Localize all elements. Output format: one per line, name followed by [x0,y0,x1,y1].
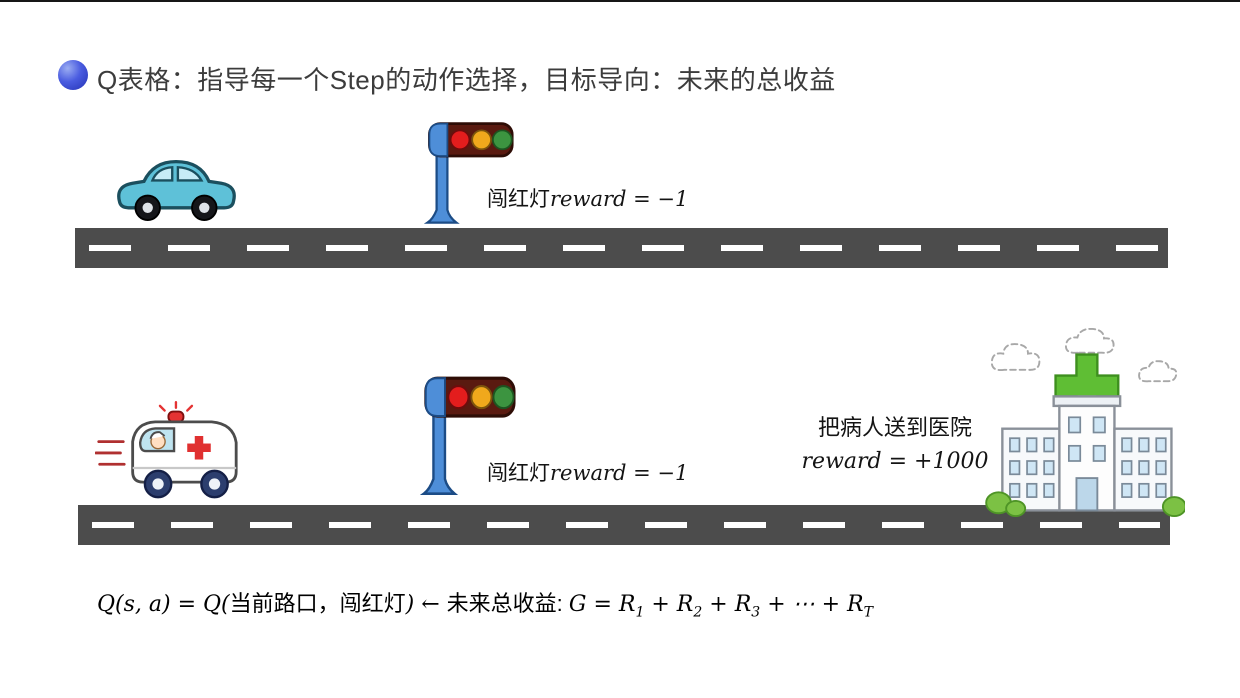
formula-part: + ⋯ + R [760,592,864,617]
driver-cap [149,431,166,440]
formula-part-cn: 未来总收益: [446,591,569,616]
red-lamp [449,129,471,151]
formula-part: Q(s, a) = Q( [97,592,230,617]
formula-subscript: 3 [751,604,761,621]
ambulance-icon [95,400,238,499]
beacon-rays [158,400,194,412]
penalty-text-math: reward = −1 [550,461,689,485]
formula-part-cn: 当前路口，闯红灯 [229,591,406,616]
formula-part: ) ← [405,592,447,617]
car-hubcap-rear [142,202,153,213]
red-light-penalty-label-top: 闯红灯reward = −1 [487,183,688,213]
car-hubcap-front [199,202,210,213]
formula-part: + R [702,592,752,617]
car-window-rear [150,166,174,182]
hospital-windows [1009,416,1167,498]
penalty-text-cn: 闯红灯 [487,188,550,211]
road-top-lane-dashes [89,245,1158,251]
road-top [75,228,1168,268]
road-bottom [78,505,1170,545]
hospital-icon [985,328,1185,518]
formula-part: G = R [568,592,636,617]
green-lamp [491,129,513,151]
traffic-light-pole [424,145,460,224]
clouds [990,328,1178,383]
penalty-text-math: reward = −1 [550,187,689,211]
car-icon [117,159,236,221]
goal-text-cn: 把病人送到医院 [817,415,972,440]
formula-subscript: 1 [635,604,645,621]
wheel-front-hub [152,478,164,490]
hospital-door [1075,477,1099,512]
traffic-light-cap [424,377,446,418]
road-bottom-lane-dashes [92,522,1160,528]
green-lamp [492,385,515,410]
traffic-light-cap [428,122,449,157]
beacon-light [167,410,185,423]
penalty-text-cn: 闯红灯 [487,462,550,485]
bullet-icon [58,60,88,90]
formula-subscript: T [863,604,873,621]
goal-text-math: reward = +1000 [801,449,989,474]
red-light-penalty-label-bottom: 闯红灯reward = −1 [487,457,688,487]
tower-roof [1052,395,1122,408]
yellow-lamp [471,129,492,151]
formula-subscript: 2 [693,604,703,621]
traffic-light-pole [420,404,459,496]
red-lamp [447,385,470,410]
yellow-lamp [470,385,493,410]
car-body [117,159,236,210]
traffic-light-icon-bottom [420,376,516,496]
car-window-front [176,166,204,182]
wheel-rear-hub [208,478,221,490]
hospital-goal-label: 把病人送到医院 reward = +1000 [793,410,997,474]
traffic-light-icon-top [424,122,514,224]
top-border-line [0,0,1240,2]
bushes [985,491,1185,518]
formula-part: + R [644,592,694,617]
q-value-formula: Q(s, a) = Q(当前路口，闯红灯) ← 未来总收益: G = R1 + … [97,586,873,621]
speed-lines [95,440,126,466]
slide-title: Q表格：指导每一个Step的动作选择，目标导向：未来的总收益 [97,65,836,95]
red-cross [187,436,211,460]
